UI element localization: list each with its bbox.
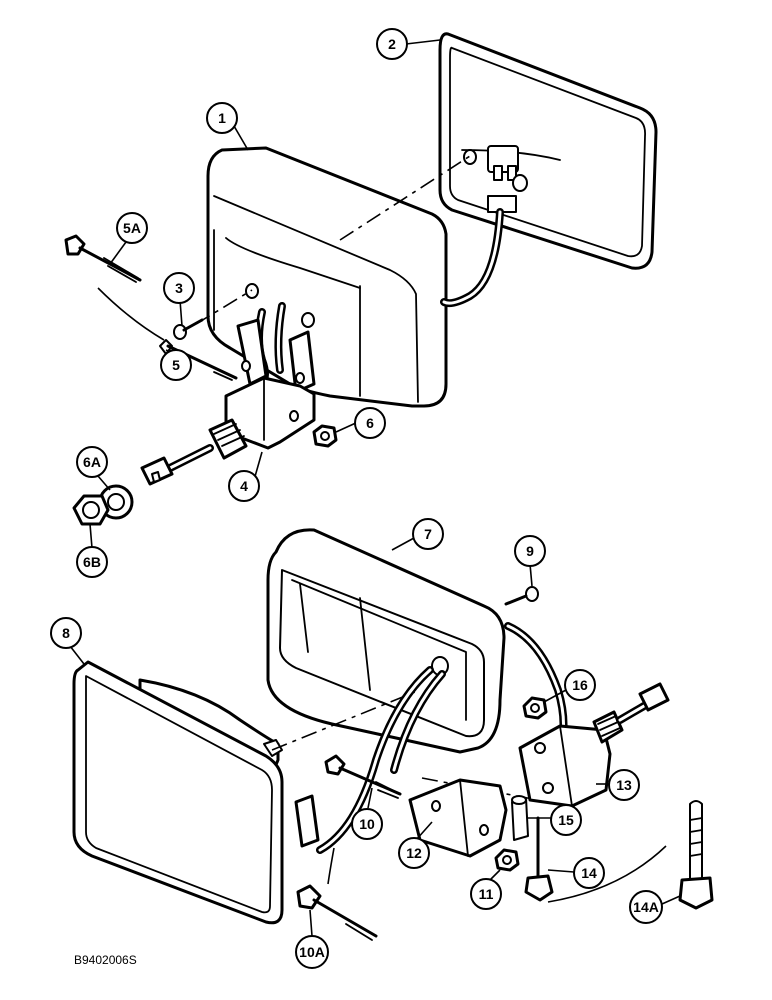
svg-text:4: 4: [240, 478, 248, 494]
svg-text:15: 15: [558, 812, 574, 828]
callout-3: 3: [163, 272, 195, 327]
svg-text:6: 6: [366, 415, 374, 431]
svg-text:14A: 14A: [633, 899, 659, 915]
drawing-code: B9402006S: [74, 953, 137, 967]
alignment-line: [195, 289, 253, 325]
svg-text:13: 13: [616, 777, 632, 793]
part-7-housing: [266, 528, 506, 754]
part-10a-bolt: [296, 884, 378, 941]
part-10-bolt: [324, 754, 402, 799]
callout-12: 12: [398, 821, 433, 869]
svg-text:12: 12: [406, 845, 422, 861]
svg-text:1: 1: [218, 110, 226, 126]
svg-text:5A: 5A: [123, 220, 141, 236]
callout-1: 1: [206, 102, 249, 151]
part-8-lens: [72, 660, 284, 925]
part-9-screw: [504, 586, 539, 606]
callout-6a: 6A: [76, 446, 111, 491]
callout-7: 7: [391, 518, 444, 551]
connector-plug-upper: [140, 418, 248, 486]
svg-text:10: 10: [359, 816, 375, 832]
callout-14: 14: [547, 857, 605, 889]
callout-6b: 6B: [76, 523, 108, 578]
part-14a-bolt: [678, 800, 714, 910]
callout-8: 8: [50, 617, 85, 665]
svg-text:5: 5: [172, 357, 180, 373]
part-6b-nut: [72, 494, 110, 526]
callout-9: 9: [514, 535, 546, 587]
part-12-bracket: [408, 778, 508, 858]
callout-16: 16: [543, 669, 596, 703]
svg-text:2: 2: [388, 36, 396, 52]
part-1-housing: [206, 146, 448, 408]
part-6-nut: [312, 424, 338, 448]
svg-text:9: 9: [526, 543, 534, 559]
svg-text:10A: 10A: [299, 944, 325, 960]
part-13-bracket: [518, 682, 670, 808]
svg-text:6A: 6A: [83, 454, 101, 470]
part-5a-bolt: [64, 234, 142, 283]
alignment-line: [339, 155, 471, 241]
callout-2: 2: [376, 28, 441, 60]
svg-text:3: 3: [175, 280, 183, 296]
callout-13: 13: [596, 769, 640, 801]
svg-text:6B: 6B: [83, 554, 101, 570]
callout-15: 15: [528, 804, 582, 836]
svg-text:14: 14: [581, 865, 597, 881]
alignment-line: [271, 689, 421, 751]
callout-10: 10: [351, 787, 383, 840]
connector-block-lower: [294, 794, 320, 848]
callout-5: 5: [160, 349, 192, 381]
part-4-bracket: [224, 318, 316, 450]
part-3-screw: [173, 318, 204, 340]
callout-6: 6: [335, 407, 386, 439]
svg-text:11: 11: [479, 886, 494, 902]
part-2-lens-bulb: [438, 32, 658, 270]
svg-text:16: 16: [572, 677, 588, 693]
part-11-nut: [494, 848, 520, 872]
svg-text:8: 8: [62, 625, 70, 641]
wire-harness: [440, 208, 504, 308]
callout-14a: 14A: [629, 890, 681, 924]
part-16-nut: [522, 696, 548, 720]
callout-10a: 10A: [295, 909, 329, 969]
callout-4: 4: [228, 451, 263, 502]
callout-11: 11: [470, 869, 502, 910]
callout-5a: 5A: [109, 212, 148, 265]
part-15-spacer: [511, 795, 529, 841]
svg-text:7: 7: [424, 526, 432, 542]
part-14-bolt: [524, 816, 554, 902]
